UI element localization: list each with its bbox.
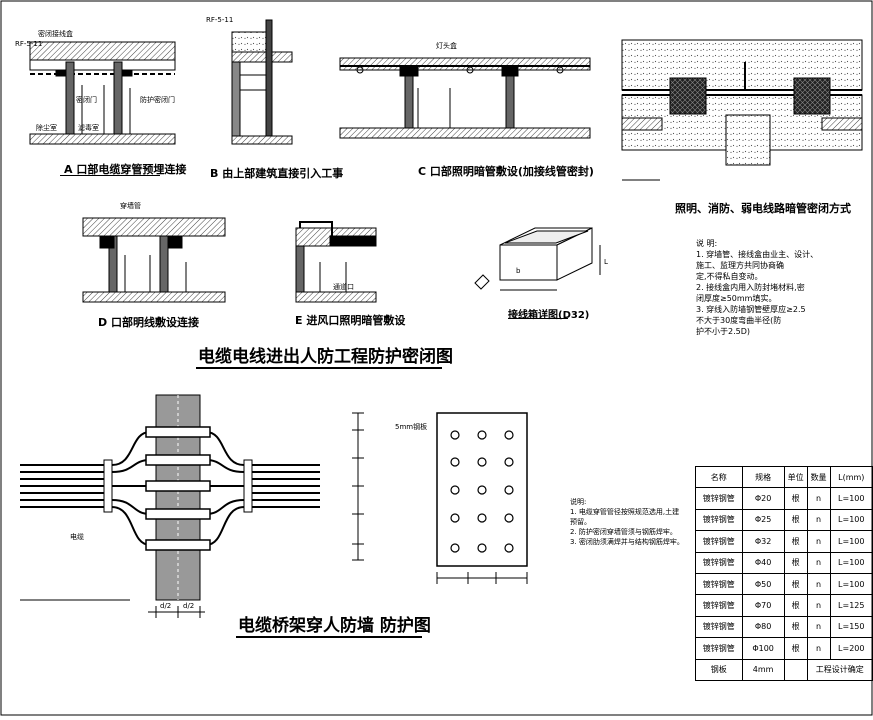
- caption-c: C 口部照明暗管敷设(加接线管密封): [418, 165, 594, 178]
- label-sealed-door-a: 密闭门: [76, 96, 97, 104]
- label-dust-area-a: 除尘室: [36, 124, 57, 132]
- detail-c: [339, 57, 591, 139]
- label-half-1: d/2: [160, 602, 172, 610]
- tray-sleeves: [145, 426, 211, 551]
- label-ref-b: RF-5-11: [206, 16, 234, 24]
- b-pipe: [265, 19, 273, 145]
- notes-top-heading: 说 明:: [696, 239, 718, 248]
- notes-top-line: 1. 穿墙管、接线盒由业主、设计、: [696, 250, 819, 259]
- th-name: 名称: [695, 465, 743, 489]
- notes-bottom: 说明: 1. 电缆穿管管径按照规范选用,土建 预留。 2. 防护密闭穿墙管须与钢…: [570, 497, 684, 547]
- label-dim-L: L: [604, 258, 608, 266]
- main-title-top: 电缆电线进出人防工程防护密闭图: [198, 347, 453, 367]
- label-sealing-box-a: 密闭接线盒: [38, 30, 73, 38]
- main-title-bottom: 电缆桥架穿人防墙 防护图: [238, 616, 431, 636]
- label-cable: 电缆: [70, 533, 84, 541]
- label-channel-e: 通道口: [333, 283, 354, 291]
- caption-b: B 由上部建筑直接引入工事: [210, 167, 344, 180]
- detail-e: [295, 221, 377, 303]
- th-length: L(mm): [829, 465, 873, 489]
- table-footer-row: 钢板 4mm 工程设计确定: [695, 658, 873, 681]
- th-qty: 数量: [806, 465, 831, 489]
- label-dim-b: b: [516, 267, 521, 275]
- a-wall-1: [65, 61, 75, 135]
- label-power-door-a: 防护密闭门: [140, 96, 175, 104]
- main-title-top-underline: [196, 367, 442, 369]
- tray-cables-right: [250, 464, 320, 508]
- notes-top-line: 闭厚度≥50mm填实。: [696, 294, 777, 303]
- label-ref-a: RF-5-11: [15, 40, 43, 48]
- plate-detail: [436, 412, 528, 584]
- notes-bottom-heading: 说明:: [570, 498, 587, 506]
- caption-a: A 口部电缆穿管预埋连接: [64, 163, 187, 176]
- detail-tray: [20, 394, 320, 618]
- spec-table-header: 名称 规格 单位 数量 L(mm): [695, 465, 873, 489]
- label-through-pipe-d: 穿墙管: [120, 202, 141, 210]
- sealing-box-right: [793, 77, 831, 115]
- notes-bottom-line: 3. 密闭肋须满焊并与结构钢筋焊牢。: [570, 538, 684, 546]
- notes-top: 说 明: 1. 穿墙管、接线盒由业主、设计、 施工、监理方共同协商确 定,不得私…: [696, 238, 818, 337]
- c-ceiling: [339, 57, 591, 71]
- notes-top-line: 3. 穿线入防墙钢管壁厚应≥2.5: [696, 305, 806, 314]
- detail-b: [231, 19, 293, 145]
- notes-top-line: 不大于30度弯曲半径(防: [696, 316, 782, 325]
- label-half-2: d/2: [183, 602, 195, 610]
- label-steel-plate: 5mm钢板: [395, 423, 428, 431]
- sealing-box-left: [669, 77, 707, 115]
- notes-top-line: 施工、监理方共同协商确: [696, 261, 784, 270]
- notes-top-line: 护不小于2.5D): [696, 327, 751, 336]
- plate-holes: [450, 430, 514, 553]
- detail-d: [82, 217, 226, 303]
- th-spec: 规格: [741, 465, 785, 489]
- detail-a: [29, 41, 176, 145]
- c-floor: [339, 127, 591, 139]
- th-unit: 单位: [783, 465, 808, 489]
- detail-method: [621, 39, 863, 181]
- caption-d: D 口部明线敷设连接: [98, 316, 199, 329]
- a-floor: [29, 133, 176, 145]
- notes-bottom-line: 2. 防护密闭穿墙管须与钢筋焊牢。: [570, 528, 677, 536]
- dim-column: [352, 412, 364, 561]
- main-title-bottom-underline: [236, 636, 422, 638]
- label-filter-area-a: 滤毒室: [78, 124, 99, 132]
- caption-method: 照明、消防、弱电线路暗管密闭方式: [675, 202, 851, 215]
- caption-e: E 进风口照明暗管敷设: [295, 314, 406, 327]
- detail-box: [474, 227, 601, 291]
- a-wall-2: [113, 61, 123, 135]
- label-lamp-box-c: 灯头盒: [436, 42, 457, 50]
- notes-top-line: 定,不得私自变动。: [696, 272, 763, 281]
- notes-bottom-line: 1. 电缆穿管管径按照规范选用,土建: [570, 508, 680, 516]
- tray-cables-left: [20, 464, 105, 508]
- caption-box: 接线箱详图(D32): [508, 310, 590, 321]
- notes-top-line: 2. 接线盒内用入防封堵材料,密: [696, 283, 805, 292]
- a-ceiling: [29, 41, 176, 63]
- notes-bottom-line: 预留。: [570, 518, 591, 526]
